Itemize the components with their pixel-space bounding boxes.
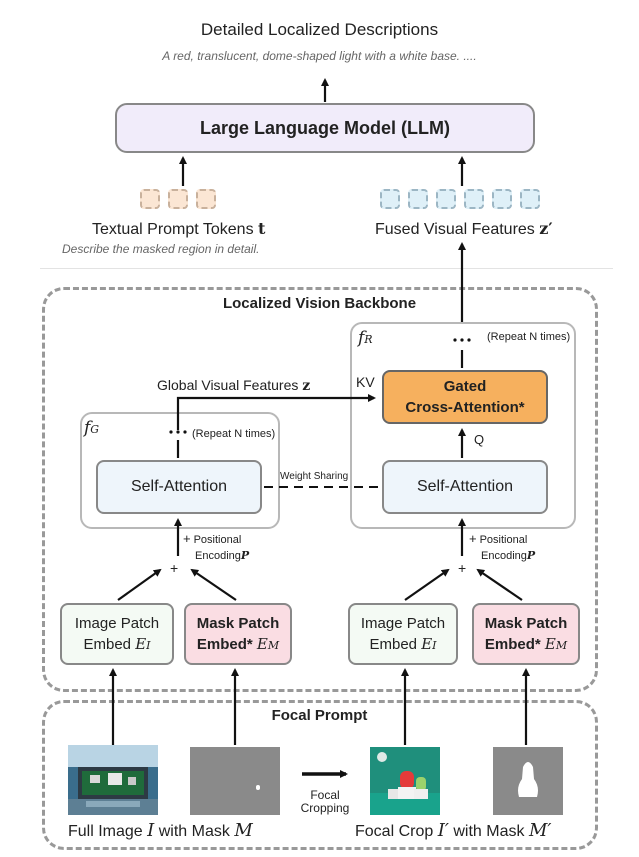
focal-crop-symbol: I′ bbox=[437, 820, 449, 841]
fr-letter: f bbox=[358, 328, 365, 348]
image-patch-symbol: E bbox=[135, 634, 147, 653]
textual-tokens-symbol: t bbox=[258, 219, 266, 238]
mask-patch-subscript: M bbox=[555, 638, 568, 652]
focal-prompt-container bbox=[42, 700, 598, 850]
fused-token bbox=[520, 189, 540, 209]
mask-patch-symbol: E bbox=[544, 634, 556, 653]
textual-token bbox=[168, 189, 188, 209]
textual-tokens-label: Textual Prompt Tokens t bbox=[92, 219, 265, 239]
textual-tokens-example: Describe the masked region in detail. bbox=[62, 242, 260, 256]
textual-token bbox=[196, 189, 216, 209]
backbone-container bbox=[42, 287, 598, 692]
mask-patch-line1: Mask Patch bbox=[484, 614, 568, 632]
fused-features-symbol: z′ bbox=[539, 219, 553, 238]
full-image-caption-a: Full Image bbox=[68, 823, 143, 840]
fr-label: fR bbox=[358, 328, 373, 348]
sum-plus-left: + bbox=[170, 560, 179, 576]
image-patch-subscript: I bbox=[432, 638, 437, 652]
fused-token bbox=[492, 189, 512, 209]
mask-patch-subscript: M bbox=[267, 638, 280, 652]
fused-token bbox=[380, 189, 400, 209]
llm-box: Large Language Model (LLM) bbox=[115, 103, 535, 153]
mask-patch-embed-right: Mask Patch Embed* EM bbox=[472, 603, 580, 665]
global-features-text: Global Visual Features bbox=[157, 377, 299, 393]
textual-tokens-text: Textual Prompt Tokens bbox=[92, 221, 254, 238]
focal-cropping-line2: Cropping bbox=[300, 801, 350, 815]
image-patch-line1: Image Patch bbox=[74, 614, 160, 632]
full-image-thumbnail bbox=[68, 745, 158, 815]
fg-letter: f bbox=[84, 418, 91, 438]
full-mask-thumbnail bbox=[190, 747, 280, 815]
q-label: Q bbox=[474, 432, 485, 447]
mask-patch-symbol: E bbox=[256, 634, 268, 653]
pos-line1-right: Positional bbox=[479, 534, 528, 546]
image-patch-symbol: E bbox=[421, 634, 433, 653]
full-image-symbol: I bbox=[147, 820, 155, 841]
image-patch-embed-left: Image Patch Embed EI bbox=[60, 603, 174, 665]
pos-plus-right: + bbox=[469, 531, 477, 546]
focal-cropping-line1: Focal bbox=[310, 788, 340, 802]
fr-subscript: R bbox=[364, 333, 373, 346]
global-features-symbol: z bbox=[302, 378, 311, 394]
pos-symbol-right: P bbox=[526, 549, 536, 562]
image-patch-line2: Embed bbox=[83, 635, 132, 653]
mask-dot bbox=[256, 785, 260, 790]
self-attention-left: Self-Attention bbox=[96, 460, 262, 514]
self-attention-left-label: Self-Attention bbox=[130, 478, 228, 495]
focal-crop-thumbnail bbox=[370, 747, 440, 815]
self-attention-right-label: Self-Attention bbox=[416, 478, 514, 495]
full-image-caption-b: with Mask bbox=[158, 823, 230, 840]
image-patch-line1: Image Patch bbox=[360, 614, 446, 632]
pos-encoding-right: +Positional EncodingP bbox=[469, 531, 535, 564]
focal-crop-caption-a: Focal Crop bbox=[355, 823, 434, 840]
pos-symbol-left: P bbox=[240, 549, 250, 562]
gated-line2: Cross-Attention* bbox=[405, 399, 525, 416]
fused-token-group bbox=[380, 189, 540, 209]
full-mask-symbol: M bbox=[234, 820, 253, 841]
mask-patch-line2: Embed* bbox=[196, 635, 253, 653]
pos-encoding-left: +Positional EncodingP bbox=[183, 531, 249, 564]
pos-plus-left: + bbox=[183, 531, 191, 546]
sum-plus-right: + bbox=[458, 560, 467, 576]
image-patch-line2: Embed bbox=[369, 635, 418, 653]
pos-line1-left: Positional bbox=[193, 534, 242, 546]
gated-line1: Gated bbox=[443, 378, 487, 395]
fg-subscript: G bbox=[90, 423, 100, 436]
fused-token bbox=[408, 189, 428, 209]
pos-line2-right: Encoding bbox=[481, 550, 527, 562]
mask-patch-embed-left: Mask Patch Embed* EM bbox=[184, 603, 292, 665]
focal-mask-symbol: M′ bbox=[528, 820, 552, 841]
fused-token bbox=[464, 189, 484, 209]
textual-token-group bbox=[140, 189, 216, 209]
fused-features-text: Fused Visual Features bbox=[375, 221, 535, 238]
image-patch-subscript: I bbox=[146, 638, 151, 652]
output-example: A red, translucent, dome-shaped light wi… bbox=[162, 49, 477, 63]
self-attention-right: Self-Attention bbox=[382, 460, 548, 514]
focal-prompt-title: Focal Prompt bbox=[271, 707, 368, 724]
full-image-caption: Full Image I with Mask M bbox=[68, 820, 253, 841]
mask-patch-line1: Mask Patch bbox=[196, 614, 280, 632]
pos-line2-left: Encoding bbox=[195, 550, 241, 562]
textual-token bbox=[140, 189, 160, 209]
focal-crop-caption: Focal Crop I′ with Mask M′ bbox=[355, 820, 551, 841]
mask-patch-line2: Embed* bbox=[484, 635, 541, 653]
gated-cross-attention: Gated Cross-Attention* bbox=[382, 370, 548, 424]
focal-crop-caption-b: with Mask bbox=[453, 823, 525, 840]
repeat-left-label: (Repeat N times) bbox=[192, 428, 276, 440]
focal-mask-thumbnail bbox=[493, 747, 563, 815]
repeat-right-label: (Repeat N times) bbox=[487, 331, 571, 343]
kv-label: KV bbox=[356, 374, 375, 390]
backbone-title: Localized Vision Backbone bbox=[222, 295, 417, 312]
separator bbox=[40, 268, 613, 269]
fused-features-label: Fused Visual Features z′ bbox=[375, 219, 553, 239]
weight-sharing-label: Weight Sharing bbox=[280, 471, 349, 482]
fused-token bbox=[436, 189, 456, 209]
fg-label: fG bbox=[84, 418, 99, 438]
image-patch-embed-right: Image Patch Embed EI bbox=[348, 603, 458, 665]
output-title: Detailed Localized Descriptions bbox=[200, 20, 439, 39]
focal-cropping-label: Focal Cropping bbox=[285, 789, 365, 815]
global-features-label: Global Visual Features z bbox=[157, 377, 310, 394]
llm-label: Large Language Model (LLM) bbox=[200, 117, 450, 138]
